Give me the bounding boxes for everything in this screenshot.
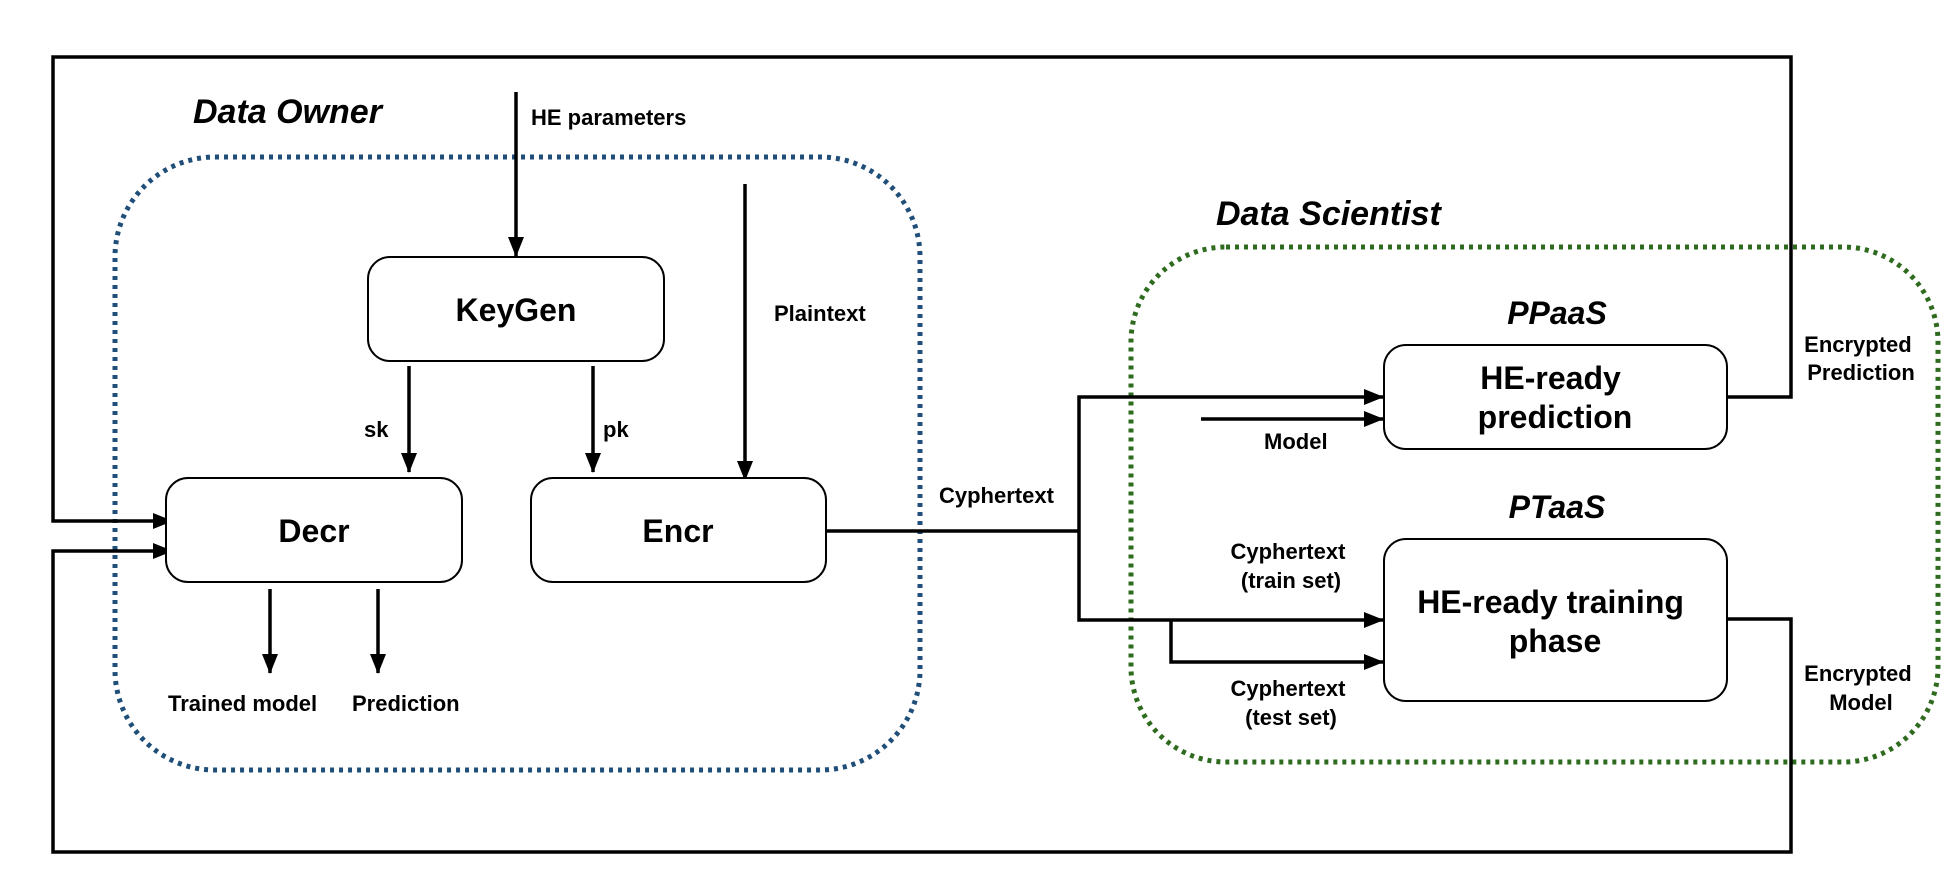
cyphertext-train-label: Cyphertext (train set) [1230,539,1351,593]
decr-label: Decr [278,513,349,549]
decr-node: Decr [165,477,463,583]
sk-label: sk [364,417,389,442]
encr-node: Encr [530,477,827,583]
he-parameters-label: HE parameters [531,105,686,130]
keygen-node: KeyGen [367,256,665,362]
he-ready-training-node: HE-ready training phase [1383,538,1728,702]
trained-model-label: Trained model [168,691,317,716]
ptaas-title: PTaaS [1509,489,1606,525]
data-owner-title: Data Owner [193,93,384,131]
encrypted-model-loop [51,543,1793,854]
cyphertext-to-prediction-arrow [1077,389,1384,531]
ppaas-title: PPaaS [1507,295,1607,331]
data-scientist-group [1128,244,1941,765]
pk-label: pk [603,417,629,442]
he-ready-training-label: HE-ready training phase [1417,584,1693,659]
he-ready-prediction-node: HE-ready prediction [1383,344,1728,450]
encrypted-prediction-loop [51,55,1793,529]
prediction-output-label: Prediction [352,691,460,716]
keygen-label: KeyGen [456,292,577,328]
cyphertext-test-label: Cyphertext (test set) [1230,676,1351,730]
encrypted-prediction-label: Encrypted Prediction [1804,332,1918,385]
data-scientist-title: Data Scientist [1216,195,1443,233]
plaintext-label: Plaintext [774,301,866,326]
model-label: Model [1264,429,1328,454]
he-ready-prediction-label: HE-ready prediction [1478,360,1633,435]
encr-label: Encr [642,513,713,549]
encrypted-model-label: Encrypted Model [1804,661,1918,715]
cyphertext-train-arrow [1077,531,1384,628]
cyphertext-label: Cyphertext [939,483,1055,508]
cyphertext-test-arrow [1169,620,1384,670]
